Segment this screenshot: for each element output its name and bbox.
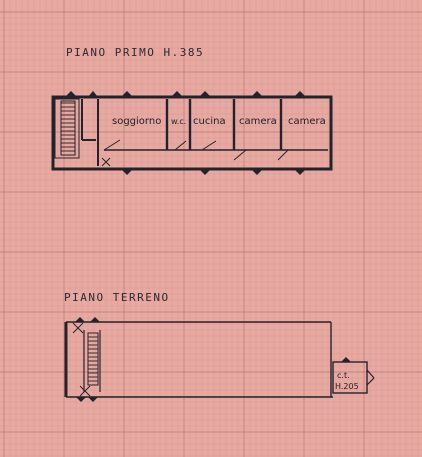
first-floor-plan [51,95,333,171]
room-label-cucina: cucina [193,116,226,127]
first-floor-staircase [60,100,76,156]
room-label-soggiorno: soggiorno [112,116,161,127]
ground-floor-plan [64,321,375,398]
ground-floor-title: PIANO TERRENO [64,291,170,304]
room-label-camera-1: camera [239,116,277,127]
room-label-wc: w.c. [171,117,186,126]
room-label-camera-2: camera [288,116,326,127]
first-floor-windows [65,91,306,175]
annex-label-ct: c.t. [337,371,350,380]
ground-floor-windows [75,317,351,402]
ground-floor-staircase [87,332,99,386]
first-floor-title: PIANO PRIMO H.385 [66,46,204,59]
annex-label-height: H.205 [335,382,359,391]
